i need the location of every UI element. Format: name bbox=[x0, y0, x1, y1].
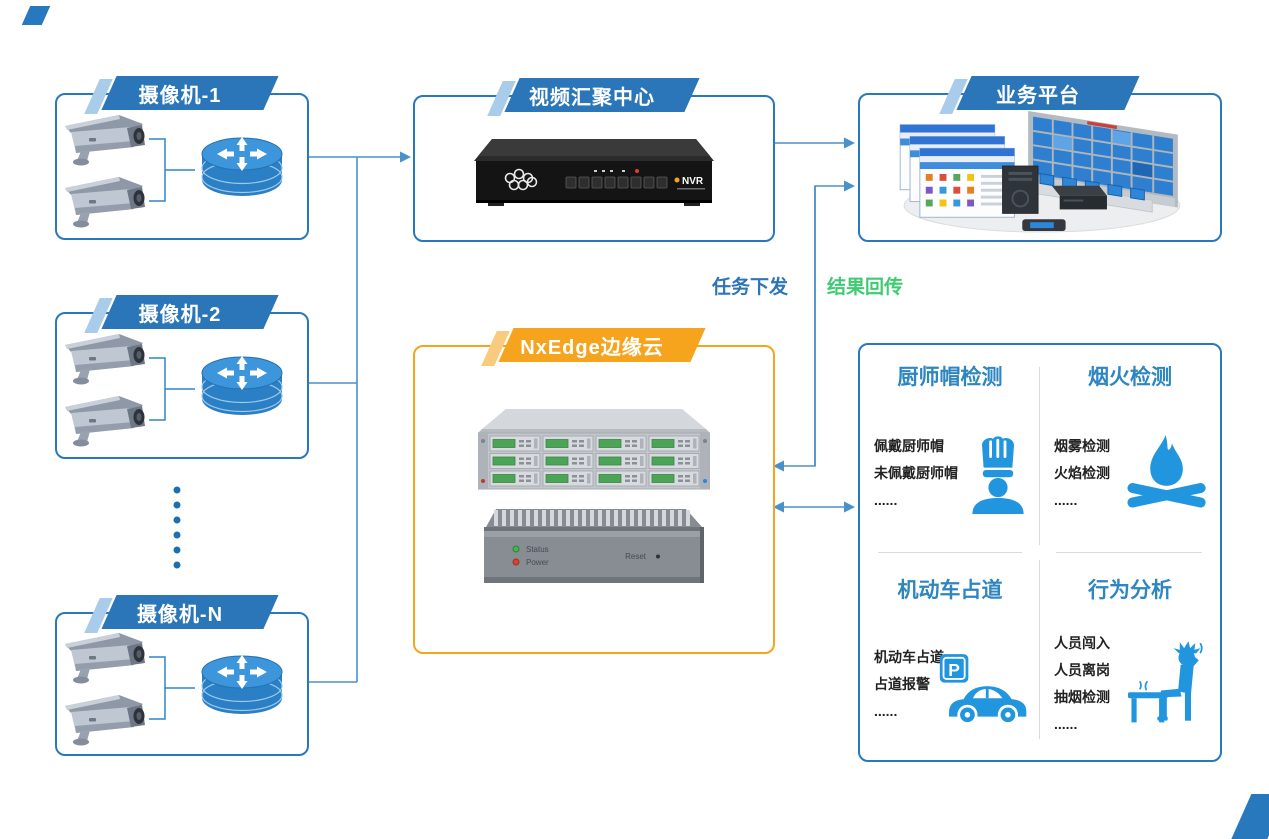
result-return-label: 结果回传 bbox=[827, 277, 904, 298]
cameraN-title: 摄像机-N bbox=[136, 603, 224, 626]
camera-box-n bbox=[55, 612, 309, 756]
camera2-title: 摄像机-2 bbox=[138, 303, 222, 326]
camera-group-illustration bbox=[65, 334, 283, 447]
detection-item: 机动车占道 bbox=[874, 648, 944, 665]
detection-item: ...... bbox=[1054, 716, 1078, 732]
parking-sign-letter: P bbox=[948, 660, 960, 680]
parking-car-icon: P bbox=[939, 654, 1027, 724]
banner-accent-stripe bbox=[84, 298, 113, 333]
video-center-title: 视频汇聚中心 bbox=[529, 86, 655, 109]
detection-item: 占道报警 bbox=[874, 675, 930, 692]
ellipsis-dots-vertical bbox=[173, 486, 181, 569]
camera-group-illustration bbox=[65, 115, 283, 228]
cctv-camera-icon bbox=[65, 695, 145, 746]
edge-cloud-title: NxEdge边缘云 bbox=[520, 336, 664, 359]
status-led-label: Status bbox=[526, 545, 549, 554]
divider bbox=[1039, 367, 1040, 545]
camera1-title: 摄像机-1 bbox=[138, 84, 222, 107]
detection-item: 人员离岗 bbox=[1054, 662, 1110, 678]
camera-box-2 bbox=[55, 312, 309, 459]
quadrant-title: 烟火检测 bbox=[1088, 366, 1172, 389]
camera2-banner: 摄像机-2 bbox=[84, 295, 271, 333]
banner-accent-stripe bbox=[84, 79, 113, 114]
nvr-brand-dot bbox=[674, 177, 680, 183]
edge-cloud-box: Status Power Reset bbox=[413, 345, 775, 654]
detection-item: 烟雾检测 bbox=[1054, 438, 1110, 454]
quadrant-title: 机动车占道 bbox=[897, 579, 1003, 602]
tablet-device bbox=[1022, 219, 1066, 232]
detection-item: 佩戴厨师帽 bbox=[874, 438, 944, 454]
banner-accent-stripe bbox=[84, 598, 113, 633]
reset-hole bbox=[656, 554, 660, 559]
quadrant-title: 厨师帽检测 bbox=[897, 366, 1003, 389]
detection-item: 火焰检测 bbox=[1054, 465, 1110, 481]
server-tower bbox=[1002, 165, 1039, 214]
banner-accent-stripe bbox=[487, 81, 516, 116]
corner-accent-top-left bbox=[21, 6, 51, 25]
detection-item: 人员闯入 bbox=[1054, 635, 1110, 651]
edge-cloud-banner: NxEdge边缘云 bbox=[481, 328, 698, 366]
control-room-illustration bbox=[899, 110, 1181, 233]
platform-title: 业务平台 bbox=[996, 84, 1080, 107]
cctv-camera-icon bbox=[65, 633, 145, 684]
video-center-banner: 视频汇聚中心 bbox=[487, 78, 692, 116]
edge-box-illustration: Status Power Reset bbox=[484, 509, 704, 583]
camera-box-1 bbox=[55, 93, 309, 240]
detection-item: ...... bbox=[874, 702, 898, 719]
corner-accent-bottom-right bbox=[1224, 794, 1269, 839]
network-switch-icon bbox=[201, 355, 283, 416]
status-led bbox=[512, 545, 520, 553]
detection-item: ...... bbox=[1054, 492, 1078, 508]
video-center-box: NVR bbox=[413, 95, 775, 242]
reset-label: Reset bbox=[625, 552, 647, 561]
nvr-device-illustration: NVR bbox=[474, 139, 714, 206]
detection-item: ...... bbox=[874, 492, 898, 508]
network-switch-icon bbox=[201, 654, 283, 715]
quadrant-title: 行为分析 bbox=[1088, 579, 1172, 602]
quadrant-fire-smoke-detection: 烟火检测 烟雾检测 火焰检测 ...... bbox=[1040, 345, 1220, 552]
app-windows bbox=[899, 124, 1015, 218]
desktop-box bbox=[1051, 185, 1107, 210]
platform-box bbox=[858, 93, 1222, 242]
quadrant-vehicle-occupation: 机动车占道 机动车占道 占道报警 ...... P bbox=[860, 552, 1040, 760]
network-switch-icon bbox=[201, 136, 283, 197]
divider bbox=[878, 552, 1022, 553]
cctv-camera-icon bbox=[65, 177, 145, 228]
platform-banner: 业务平台 bbox=[939, 76, 1132, 114]
nvr-brand-label: NVR bbox=[682, 176, 704, 187]
quadrant-chef-hat-detection: 厨师帽检测 佩戴厨师帽 未佩戴厨师帽 ...... bbox=[860, 345, 1040, 552]
nvr-logo-icon bbox=[504, 168, 538, 191]
cctv-camera-icon bbox=[65, 115, 145, 166]
divider bbox=[1056, 552, 1202, 553]
detection-capabilities-box: 厨师帽检测 佩戴厨师帽 未佩戴厨师帽 ...... bbox=[858, 343, 1222, 762]
cctv-camera-icon bbox=[65, 396, 145, 447]
chef-hat-icon bbox=[972, 435, 1024, 514]
task-dispatch-label: 任务下发 bbox=[712, 277, 789, 298]
banner-accent-stripe bbox=[481, 331, 510, 366]
quadrant-behavior-analysis: 行为分析 人员闯入 人员离岗 抽烟检测 ...... bbox=[1040, 552, 1220, 760]
divider bbox=[1039, 560, 1040, 739]
camera-group-illustration bbox=[65, 633, 283, 746]
power-led bbox=[512, 558, 520, 566]
bonfire-icon bbox=[1127, 434, 1206, 507]
cameraN-banner: 摄像机-N bbox=[84, 595, 271, 633]
camera1-banner: 摄像机-1 bbox=[84, 76, 271, 114]
nvr-alarm-led bbox=[635, 169, 639, 173]
banner-accent-stripe bbox=[939, 79, 968, 114]
cctv-camera-icon bbox=[65, 334, 145, 385]
rack-server-illustration bbox=[478, 409, 710, 490]
detection-item: 未佩戴厨师帽 bbox=[874, 465, 958, 481]
detection-item: 抽烟检测 bbox=[1054, 689, 1110, 705]
power-led-label: Power bbox=[526, 558, 549, 567]
smoking-person-icon bbox=[1128, 641, 1203, 723]
